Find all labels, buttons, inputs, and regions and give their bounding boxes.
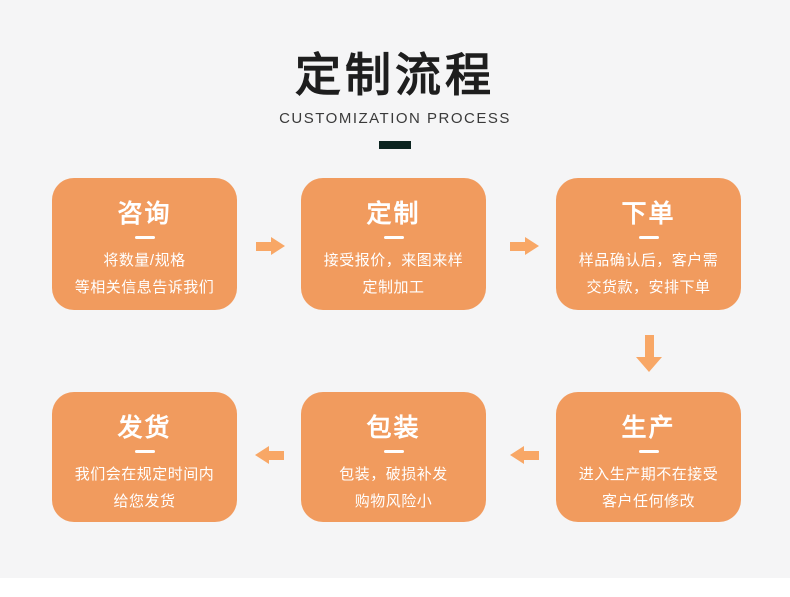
arrow-right-icon (510, 237, 539, 255)
step-description-line: 给您发货 (113, 493, 176, 510)
arrow-head (525, 237, 539, 255)
step-description-line: 包装，破损补发 (339, 466, 448, 483)
arrow-head (510, 446, 524, 464)
step-underline (638, 236, 659, 239)
page-subtitle: CUSTOMIZATION PROCESS (279, 110, 511, 127)
step-box-consult: 咨询 将数量/规格 等相关信息告诉我们 (52, 178, 237, 310)
step-description-line: 接受报价，来图来样 (323, 252, 464, 269)
arrow-left-icon (510, 446, 539, 464)
arrow-shaft (269, 450, 284, 460)
arrow-shaft (510, 241, 525, 251)
step-title: 咨询 (117, 200, 172, 228)
arrow-right-icon (256, 237, 285, 255)
step-title: 包装 (366, 414, 421, 442)
step-description-line: 交货款，安排下单 (586, 279, 711, 296)
arrow-shaft (644, 335, 654, 357)
step-box-production: 生产 进入生产期不在接受 客户任何修改 (556, 392, 741, 522)
arrow-left-icon (255, 446, 284, 464)
step-description-line: 定制加工 (362, 279, 425, 296)
step-box-order: 下单 样品确认后，客户需 交货款，安排下单 (556, 178, 741, 310)
arrow-head (271, 237, 285, 255)
step-description-line: 将数量/规格 (103, 252, 186, 269)
step-underline (134, 450, 155, 453)
step-title: 下单 (621, 200, 676, 228)
bottom-white-strip (0, 578, 790, 597)
diagram-header: 定制流程 CUSTOMIZATION PROCESS (0, 0, 790, 149)
arrow-head (636, 357, 662, 372)
step-description-line: 我们会在规定时间内 (74, 466, 215, 483)
step-title: 定制 (366, 200, 421, 228)
title-underline (379, 141, 411, 149)
step-description-line: 客户任何修改 (601, 493, 695, 510)
step-underline (638, 450, 659, 453)
arrow-head (255, 446, 269, 464)
arrow-shaft (524, 450, 539, 460)
arrow-shaft (256, 241, 271, 251)
page-title: 定制流程 (295, 49, 495, 101)
step-underline (383, 450, 404, 453)
step-underline (383, 236, 404, 239)
step-title: 发货 (117, 414, 172, 442)
step-box-customize: 定制 接受报价，来图来样 定制加工 (301, 178, 486, 310)
step-box-packaging: 包装 包装，破损补发 购物风险小 (301, 392, 486, 522)
step-description-line: 样品确认后，客户需 (578, 252, 719, 269)
step-description-line: 进入生产期不在接受 (578, 466, 719, 483)
arrow-down-icon (636, 335, 662, 372)
step-title: 生产 (621, 414, 676, 442)
step-description-line: 等相关信息告诉我们 (74, 279, 215, 296)
step-underline (134, 236, 155, 239)
step-box-shipping: 发货 我们会在规定时间内 给您发货 (52, 392, 237, 522)
step-description-line: 购物风险小 (354, 493, 433, 510)
